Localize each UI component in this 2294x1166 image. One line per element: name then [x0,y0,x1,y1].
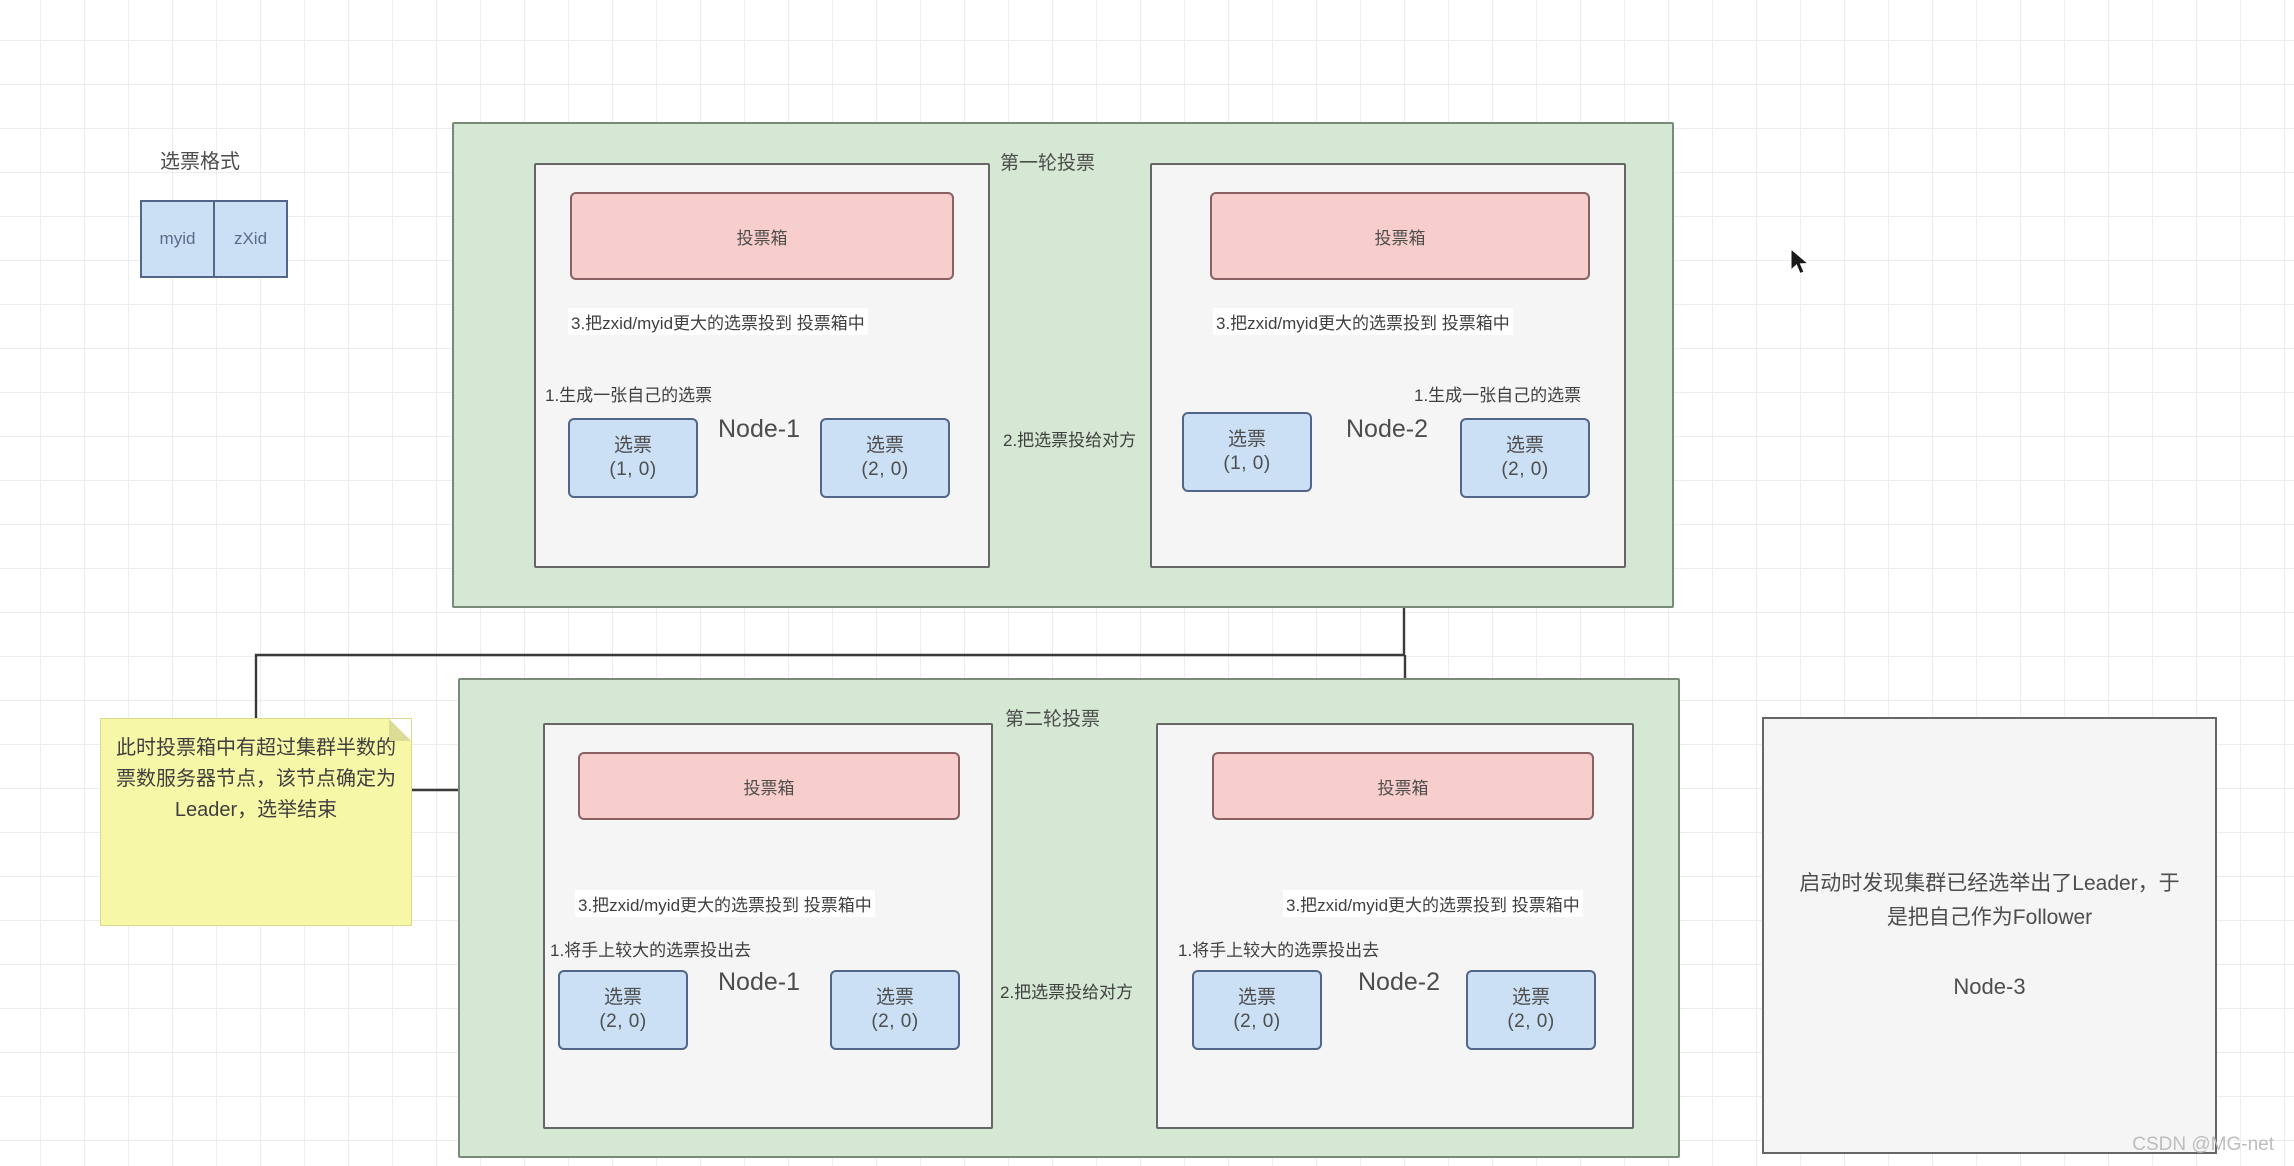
sticky-note-leader: 此时投票箱中有超过集群半数的票数服务器节点，该节点确定为Leader，选举结束 [100,718,412,926]
ballot-value: (2, 0) [1507,1011,1555,1032]
round-2-node-1-step1-label: 1.将手上较大的选票投出去 [550,941,752,960]
round-2-node-2-ballot-1: 选票 (2, 0) [1192,970,1322,1050]
round-2-node-1-step3-label: 3.把zxid/myid更大的选票投到 投票箱中 [575,890,875,917]
ballot-label: 选票 [1237,987,1276,1009]
ballot-label: 选票 [865,435,904,457]
ballot-value: (2, 0) [871,1011,919,1032]
round-1-node-2-title: Node-2 [1346,415,1428,443]
ballot-value: (1, 0) [609,459,657,480]
ballot-value: (2, 0) [599,1011,647,1032]
ballot-label: 选票 [1511,987,1550,1009]
ballot-label: 选票 [1227,429,1266,451]
ballot-label: 选票 [603,987,642,1009]
round-1-node-1-step3-label: 3.把zxid/myid更大的选票投到 投票箱中 [568,308,868,335]
node-3-title: Node-3 [1953,973,2026,999]
sticky-note-text: 此时投票箱中有超过集群半数的票数服务器节点，该节点确定为Leader，选举结束 [116,737,396,821]
node-3-box: 启动时发现集群已经选举出了Leader，于是把自己作为Follower Node… [1762,717,2217,1154]
legend-cell-myid: myid [159,229,196,248]
node-3-description: 启动时发现集群已经选举出了Leader，于是把自己作为Follower [1799,872,2180,929]
round-2-node-2-ballot-2: 选票 (2, 0) [1466,970,1596,1050]
ballot-label: 选票 [1505,435,1544,457]
legend-title: 选票格式 [160,151,240,173]
round-1-node-1-ballotbox: 投票箱 [570,192,954,280]
round-2-node-1-ballot-1: 选票 (2, 0) [558,970,688,1050]
ballot-label: 选票 [613,435,652,457]
round-1-node-1-ballot-1: 选票 (1, 0) [568,418,698,498]
legend-ballot-format: myid zXid [140,200,288,278]
round-2-exchange-label: 2.把选票投给对方 [1000,983,1134,1002]
round-2-node-2-step3-label: 3.把zxid/myid更大的选票投到 投票箱中 [1283,890,1583,917]
round-1-node-1-step1-label: 1.生成一张自己的选票 [545,386,713,405]
round-2-node-2-ballotbox: 投票箱 [1212,752,1594,820]
ballot-value: (2, 0) [861,459,909,480]
round-2-node-2-step1-label: 1.将手上较大的选票投出去 [1178,941,1380,960]
round-1-node-2-ballot-1: 选票 (1, 0) [1182,412,1312,492]
legend-cell-zxid: zXid [213,202,286,276]
ballot-label: 选票 [875,987,914,1009]
round-2-node-1-ballot-2: 选票 (2, 0) [830,970,960,1050]
round-1-exchange-label: 2.把选票投给对方 [1003,431,1137,450]
round-1-node-2-ballot-2: 选票 (2, 0) [1460,418,1590,498]
round-2-node-2-title: Node-2 [1358,968,1440,996]
round-1-title: 第一轮投票 [1000,153,1096,174]
watermark: CSDN @MG-net [2132,1134,2274,1155]
mouse-cursor [1790,248,1810,275]
round-2-node-1-ballotbox: 投票箱 [578,752,960,820]
round-1-node-2-ballotbox: 投票箱 [1210,192,1590,280]
round-1-node-1-title: Node-1 [718,415,800,443]
round-2-title: 第二轮投票 [1005,709,1101,730]
round-2-node-1-title: Node-1 [718,968,800,996]
ballot-value: (2, 0) [1501,459,1549,480]
ballot-value: (1, 0) [1223,453,1271,474]
ballot-value: (2, 0) [1233,1011,1281,1032]
round-1-node-2-step3-label: 3.把zxid/myid更大的选票投到 投票箱中 [1213,308,1513,335]
round-1-node-1-ballot-2: 选票 (2, 0) [820,418,950,498]
round-1-node-2-step1-label: 1.生成一张自己的选票 [1414,386,1582,405]
